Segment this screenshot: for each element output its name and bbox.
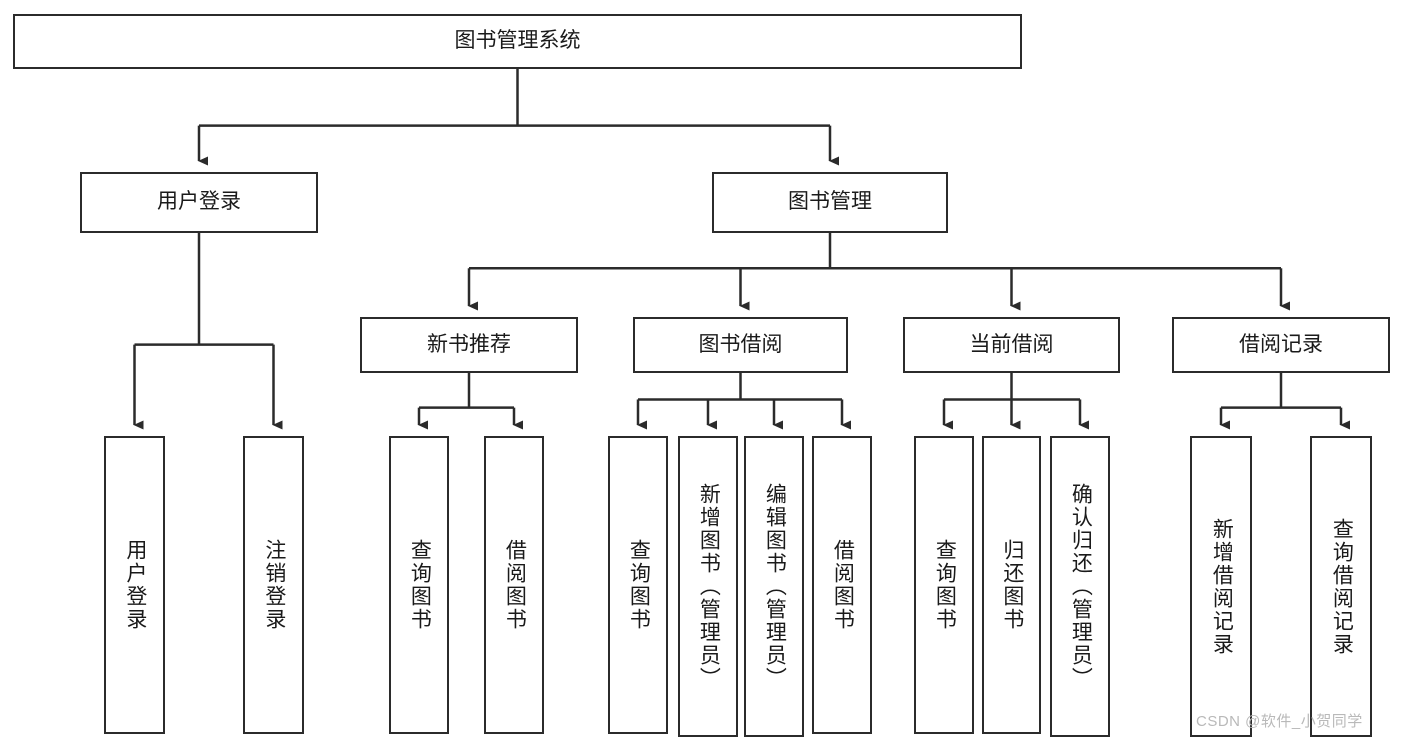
node-label: 借阅记录 (1239, 332, 1323, 356)
node-label: 当前借阅 (969, 332, 1054, 356)
node-leaf-edit-book-admin[interactable]: 编辑图书（管理员） (744, 436, 804, 737)
node-label: 借阅图书 (831, 539, 855, 631)
node-leaf-logout[interactable]: 注销登录 (243, 436, 304, 734)
node-label: 图书管理 (788, 190, 872, 214)
node-leaf-return-books[interactable]: 归还图书 (982, 436, 1041, 734)
node-label: 用户登录 (123, 539, 147, 631)
node-leaf-query-books-rec[interactable]: 查询图书 (389, 436, 449, 734)
node-label: 查询借阅记录 (1330, 517, 1354, 656)
node-leaf-user-login[interactable]: 用户登录 (104, 436, 165, 734)
node-label: 图书借阅 (698, 332, 783, 356)
node-label: 归还图书 (1000, 539, 1024, 631)
node-leaf-add-book-admin[interactable]: 新增图书（管理员） (678, 436, 738, 737)
node-leaf-query-borrow-record[interactable]: 查询借阅记录 (1310, 436, 1372, 737)
node-book-management[interactable]: 图书管理 (712, 172, 948, 233)
node-label: 查询图书 (408, 539, 432, 631)
node-label: 新书推荐 (427, 332, 511, 356)
node-leaf-query-books-borrow[interactable]: 查询图书 (608, 436, 668, 734)
node-book-borrowing[interactable]: 图书借阅 (633, 317, 848, 373)
node-label: 借阅图书 (503, 539, 527, 631)
node-borrowing-records[interactable]: 借阅记录 (1172, 317, 1390, 373)
node-label: 新增图书（管理员） (697, 483, 721, 690)
node-label: 查询图书 (933, 539, 957, 631)
node-leaf-borrow-books-rec[interactable]: 借阅图书 (484, 436, 544, 734)
node-leaf-query-books-current[interactable]: 查询图书 (914, 436, 974, 734)
node-leaf-confirm-return-admin[interactable]: 确认归还（管理员） (1050, 436, 1110, 737)
node-user-login[interactable]: 用户登录 (80, 172, 318, 233)
node-current-borrowing[interactable]: 当前借阅 (903, 317, 1120, 373)
node-leaf-add-borrow-record[interactable]: 新增借阅记录 (1190, 436, 1252, 737)
node-label: 查询图书 (627, 539, 651, 631)
node-new-book-recommendation[interactable]: 新书推荐 (360, 317, 578, 373)
node-label: 编辑图书（管理员） (763, 483, 787, 690)
node-root-book-management-system[interactable]: 图书管理系统 (13, 14, 1022, 69)
node-label: 图书管理系统 (454, 29, 581, 53)
node-label: 注销登录 (262, 539, 286, 631)
edge-group (133, 69, 1350, 430)
node-leaf-borrow-books[interactable]: 借阅图书 (812, 436, 872, 734)
node-label: 新增借阅记录 (1210, 517, 1234, 656)
node-label: 确认归还（管理员） (1069, 483, 1093, 690)
node-label: 用户登录 (157, 190, 241, 214)
